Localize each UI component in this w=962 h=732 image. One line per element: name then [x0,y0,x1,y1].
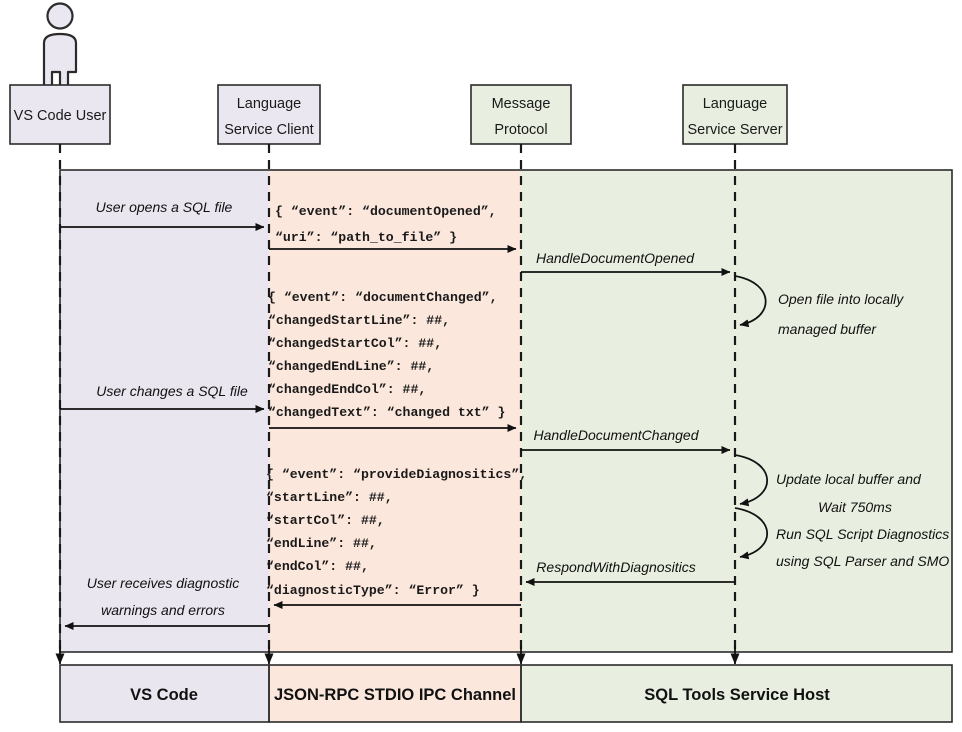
footer-zone-vscode-bg [60,665,269,722]
actor-box-user[interactable]: VS Code User [9,84,111,145]
json-line-jb2-0: { “event”: “documentChanged”, [268,290,498,305]
actor-box-protocol[interactable]: Message Protocol [470,84,572,145]
message-label-m1: User opens a SQL file [96,199,233,215]
actor-box-client-label-line1: Language [237,96,302,112]
footer-label-host: SQL Tools Service Host [644,686,830,704]
actor-box-protocol-label-line1: Message [492,96,551,112]
json-line-jb3-5: “diagnosticType”: “Error” } [266,583,480,598]
json-block-provide-diagnostics: { “event”: “provideDiagnositics”, “start… [266,467,527,598]
lifeline-group [58,144,737,659]
band-group [59,169,953,653]
json-block-document-changed: { “event”: “documentChanged”, “changedSt… [268,290,505,420]
json-block-document-opened: { “event”: “documentOpened”, “uri”: “pat… [275,204,497,245]
json-line-jb3-3: “endLine”: ##, [266,536,377,551]
json-line-jb2-1: “changedStartLine”: ##, [268,313,450,328]
actor-box-client[interactable]: Language Service Client [217,84,321,145]
termination-arrow-group [55,646,740,665]
message-user-opens-sql-file: User opens a SQL file [60,199,265,231]
message-user-changes-sql-file: User changes a SQL file [60,383,265,413]
self-call-run-diagnostics: Run SQL Script Diagnostics using SQL Par… [734,507,949,569]
actor-body-icon [42,32,78,100]
footer-zone-ipc-bg [269,665,521,722]
footer-label-vscode: VS Code [130,686,198,704]
message-label-m5: RespondWithDiagnositics [536,559,695,575]
footer-zone-host-outline [520,664,953,723]
self-call-label-s2-line2: Wait 750ms [818,499,892,515]
band-ipc [269,170,521,652]
footer-label-ipc: JSON-RPC STDIO IPC Channel [274,686,516,704]
footer-zone-group: VS Code JSON-RPC STDIO IPC Channel SQL T… [59,664,953,723]
self-call-arc-s3 [734,507,768,560]
actor-box-server-label-line1: Language [703,96,768,112]
message-handle-document-opened: HandleDocumentOpened [521,250,731,276]
json-line-jb2-3: “changedEndLine”: ##, [268,359,434,374]
message-label-m4: HandleDocumentChanged [534,427,700,443]
json-line-jb2-5: “changedText”: “changed txt” } [268,405,505,420]
band-service-host [521,170,952,652]
json-line-jb2-2: “changedStartCol”: ##, [268,336,442,351]
footer-zone-host-bg [521,665,952,722]
message-label-m6-line1: User receives diagnostic [87,575,240,591]
json-line-jb3-2: “startCol”: ##, [266,513,385,528]
message-handle-document-changed: HandleDocumentChanged [521,427,731,454]
message-label-m3: User changes a SQL file [96,383,248,399]
message-respond-with-diagnostics: RespondWithDiagnositics [525,559,735,586]
band-vscode [60,170,269,652]
json-line-jb1-0: { “event”: “documentOpened”, [275,204,497,219]
actor-box-server[interactable]: Language Service Server [682,84,788,145]
json-line-jb3-4: “endCol”: ##, [266,559,369,574]
self-call-label-s1-line1: Open file into locally [778,291,904,307]
json-line-jb3-0: { “event”: “provideDiagnositics”, [266,467,527,482]
json-line-jb2-4: “changedEndCol”: ##, [268,382,426,397]
self-call-label-s3-line2: using SQL Parser and SMO [776,553,949,569]
self-call-open-file-buffer: Open file into locally managed buffer [734,275,904,337]
actor-head-icon [46,2,74,30]
self-call-arc-s2 [734,454,768,507]
self-call-arc-s1 [734,275,767,328]
actor-box-user-label: VS Code User [14,108,107,124]
self-call-label-s1-line2: managed buffer [778,321,877,337]
message-label-m6-line2: warnings and errors [101,602,225,618]
json-line-jb1-1: “uri”: “path_to_file” } [275,230,457,245]
self-call-label-s2-line1: Update local buffer and [776,471,922,487]
band-outline [59,169,953,653]
message-label-m2: HandleDocumentOpened [536,250,695,266]
actor-box-user-rect[interactable] [9,84,111,145]
actor-box-client-label-line2: Service Client [224,122,313,138]
message-user-receives-diagnostics: User receives diagnostic warnings and er… [64,575,269,630]
json-line-jb3-1: “startLine”: ##, [266,490,393,505]
actor-box-protocol-label-line2: Protocol [494,122,547,138]
actor-box-server-label-line2: Service Server [687,122,782,138]
self-call-update-buffer-wait: Update local buffer and Wait 750ms [734,454,922,515]
actor-figure-vscode-user [42,2,78,100]
actor-box-protocol-rect[interactable] [470,84,572,145]
self-call-label-s3-line1: Run SQL Script Diagnostics [776,526,949,542]
